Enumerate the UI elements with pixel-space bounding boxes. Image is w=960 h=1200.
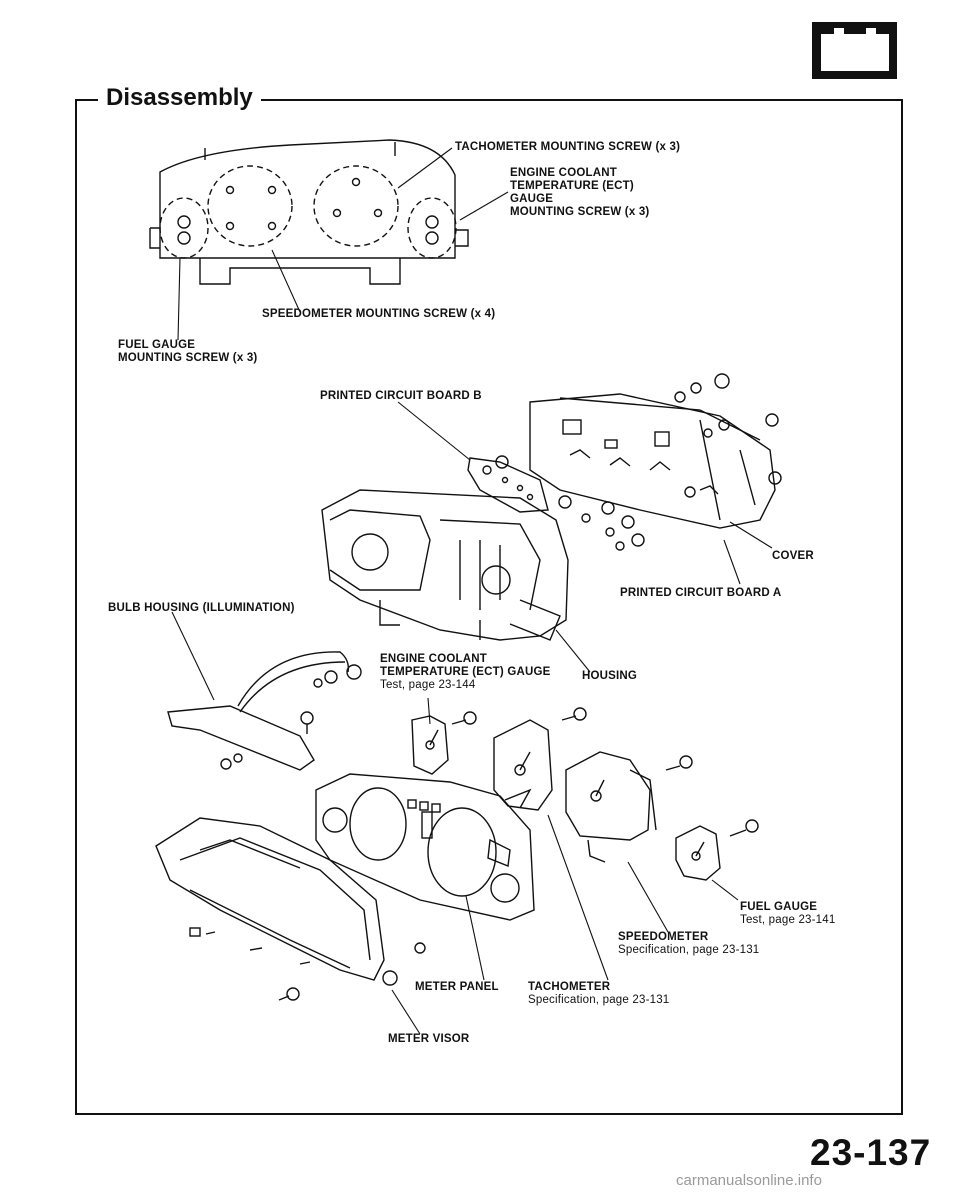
section-title: Disassembly — [98, 84, 261, 112]
callout-pcb-b: PRINTED CIRCUIT BOARD B — [320, 390, 482, 402]
diagram-frame — [75, 99, 903, 1115]
callout-ect-mounting-screw: ENGINE COOLANT TEMPERATURE (ECT) GAUGE M… — [510, 167, 649, 219]
callout-ect-screw-line4: MOUNTING SCREW (x 3) — [510, 206, 650, 218]
callout-tachometer: TACHOMETER Specification, page 23-131 — [528, 981, 669, 1007]
housing-assembly-drawing — [321, 373, 782, 641]
callout-pcb-a: PRINTED CIRCUIT BOARD A — [620, 587, 782, 599]
callout-bulb-housing: BULB HOUSING (ILLUMINATION) — [108, 602, 295, 614]
callout-housing: HOUSING — [582, 670, 638, 682]
callout-fuel-gauge-title: FUEL GAUGE — [740, 901, 818, 913]
callout-fuel-gauge-ref: Test, page 23-141 — [740, 914, 836, 926]
callout-fuel-screw-line1: FUEL GAUGE — [118, 339, 196, 351]
watermark: carmanualsonline.info — [676, 1172, 822, 1189]
leader-lines-bottom — [391, 814, 739, 1035]
callout-ect-screw-line1: ENGINE COOLANT — [510, 167, 617, 179]
callout-ect-gauge-line2: TEMPERATURE (ECT) GAUGE — [380, 666, 551, 678]
callout-fuel-mounting-screw: FUEL GAUGE MOUNTING SCREW (x 3) — [118, 339, 257, 365]
callout-ect-screw-line2: TEMPERATURE (ECT) — [510, 180, 634, 192]
leader-lines-top — [177, 147, 509, 341]
page-number: 23-137 — [810, 1132, 932, 1173]
callout-fuel-screw-line2: MOUNTING SCREW (x 3) — [118, 352, 258, 364]
callout-speedometer: SPEEDOMETER Specification, page 23-131 — [618, 931, 759, 957]
callout-speedo-mounting-screw: SPEEDOMETER MOUNTING SCREW (x 4) — [262, 308, 496, 320]
callout-ect-screw-line3: GAUGE — [510, 193, 554, 205]
callout-meter-visor: METER VISOR — [388, 1033, 470, 1045]
callout-cover: COVER — [772, 550, 814, 562]
callout-ect-gauge-ref: Test, page 23-144 — [380, 679, 476, 691]
callout-tach-mounting-screw: TACHOMETER MOUNTING SCREW (x 3) — [455, 141, 681, 153]
rear-case-drawing — [149, 139, 469, 285]
callout-ect-gauge-line1: ENGINE COOLANT — [380, 653, 487, 665]
gauges-panel-drawing — [155, 651, 759, 1001]
callout-tachometer-title: TACHOMETER — [528, 981, 611, 993]
callout-speedometer-title: SPEEDOMETER — [618, 931, 709, 943]
callout-tachometer-ref: Specification, page 23-131 — [528, 994, 670, 1006]
callout-ect-gauge: ENGINE COOLANT TEMPERATURE (ECT) GAUGE T… — [380, 653, 551, 692]
callout-speedometer-ref: Specification, page 23-131 — [618, 944, 760, 956]
callout-fuel-gauge: FUEL GAUGE Test, page 23-141 — [740, 901, 835, 927]
callout-meter-panel: METER PANEL — [415, 981, 499, 993]
leader-lines-middle — [171, 401, 773, 725]
battery-icon — [812, 22, 897, 79]
